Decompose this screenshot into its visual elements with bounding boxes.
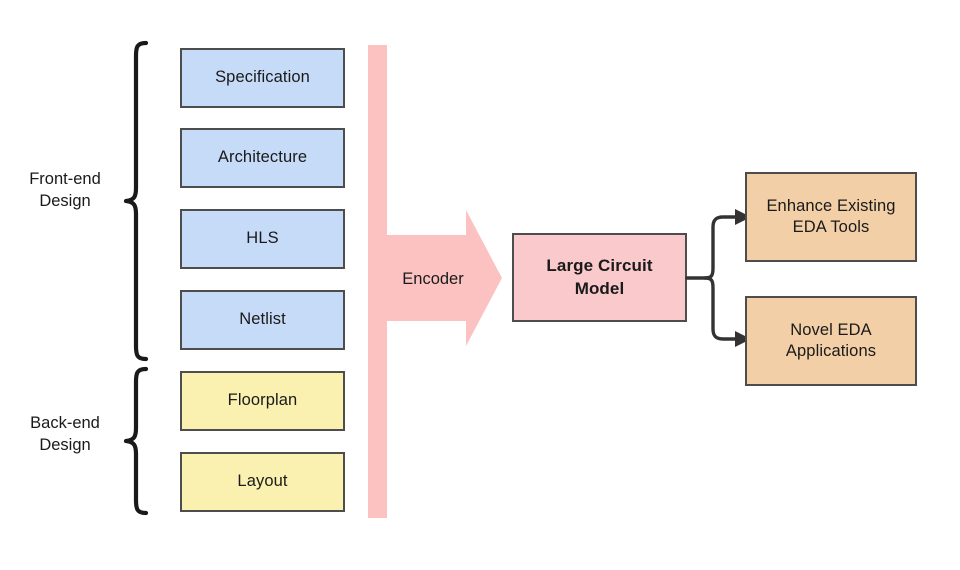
group-label-back-end-line1: Back-end <box>30 414 100 432</box>
large-circuit-model-box[interactable]: Large Circuit Model <box>512 233 687 322</box>
stage-label-architecture: Architecture <box>217 148 308 167</box>
stage-label-specification: Specification <box>215 68 310 87</box>
stage-box-architecture[interactable]: Architecture <box>180 128 345 188</box>
back-end-brace <box>123 366 149 516</box>
encoder-arrow <box>368 45 502 518</box>
arrowhead-top-output <box>735 209 751 225</box>
output-label-novel-line1: Novel EDA <box>790 320 872 339</box>
stage-label-netlist: Netlist <box>239 310 286 329</box>
output-box-enhance-existing-eda-tools[interactable]: Enhance Existing EDA Tools <box>745 172 917 262</box>
group-label-front-end-line2: Design <box>39 192 91 211</box>
stage-box-netlist[interactable]: Netlist <box>180 290 345 350</box>
stage-box-specification[interactable]: Specification <box>180 48 345 108</box>
group-label-front-end: Front-end Design <box>10 168 120 213</box>
model-to-outputs-connector <box>685 209 751 347</box>
output-label-enhance-line2: EDA Tools <box>792 218 870 236</box>
arrowhead-bottom-output <box>735 331 751 347</box>
large-circuit-model-label-line1: Large Circuit <box>546 256 653 276</box>
large-circuit-model-label-line2: Model <box>574 278 625 298</box>
stage-label-floorplan: Floorplan <box>227 391 298 410</box>
output-label-enhance-line1: Enhance Existing <box>766 196 896 215</box>
stage-label-hls: HLS <box>246 229 279 248</box>
group-label-front-end-line1: Front-end <box>29 170 101 188</box>
front-end-brace <box>123 40 149 362</box>
encoder-label: Encoder <box>402 270 464 288</box>
stage-box-hls[interactable]: HLS <box>180 209 345 269</box>
stage-box-layout[interactable]: Layout <box>180 452 345 512</box>
output-label-novel-line2: Applications <box>785 342 877 360</box>
group-label-back-end: Back-end Design <box>10 412 120 457</box>
stage-label-layout: Layout <box>237 472 288 491</box>
output-box-novel-eda-applications[interactable]: Novel EDA Applications <box>745 296 917 386</box>
group-label-back-end-line2: Design <box>39 436 91 455</box>
stage-box-floorplan[interactable]: Floorplan <box>180 371 345 431</box>
